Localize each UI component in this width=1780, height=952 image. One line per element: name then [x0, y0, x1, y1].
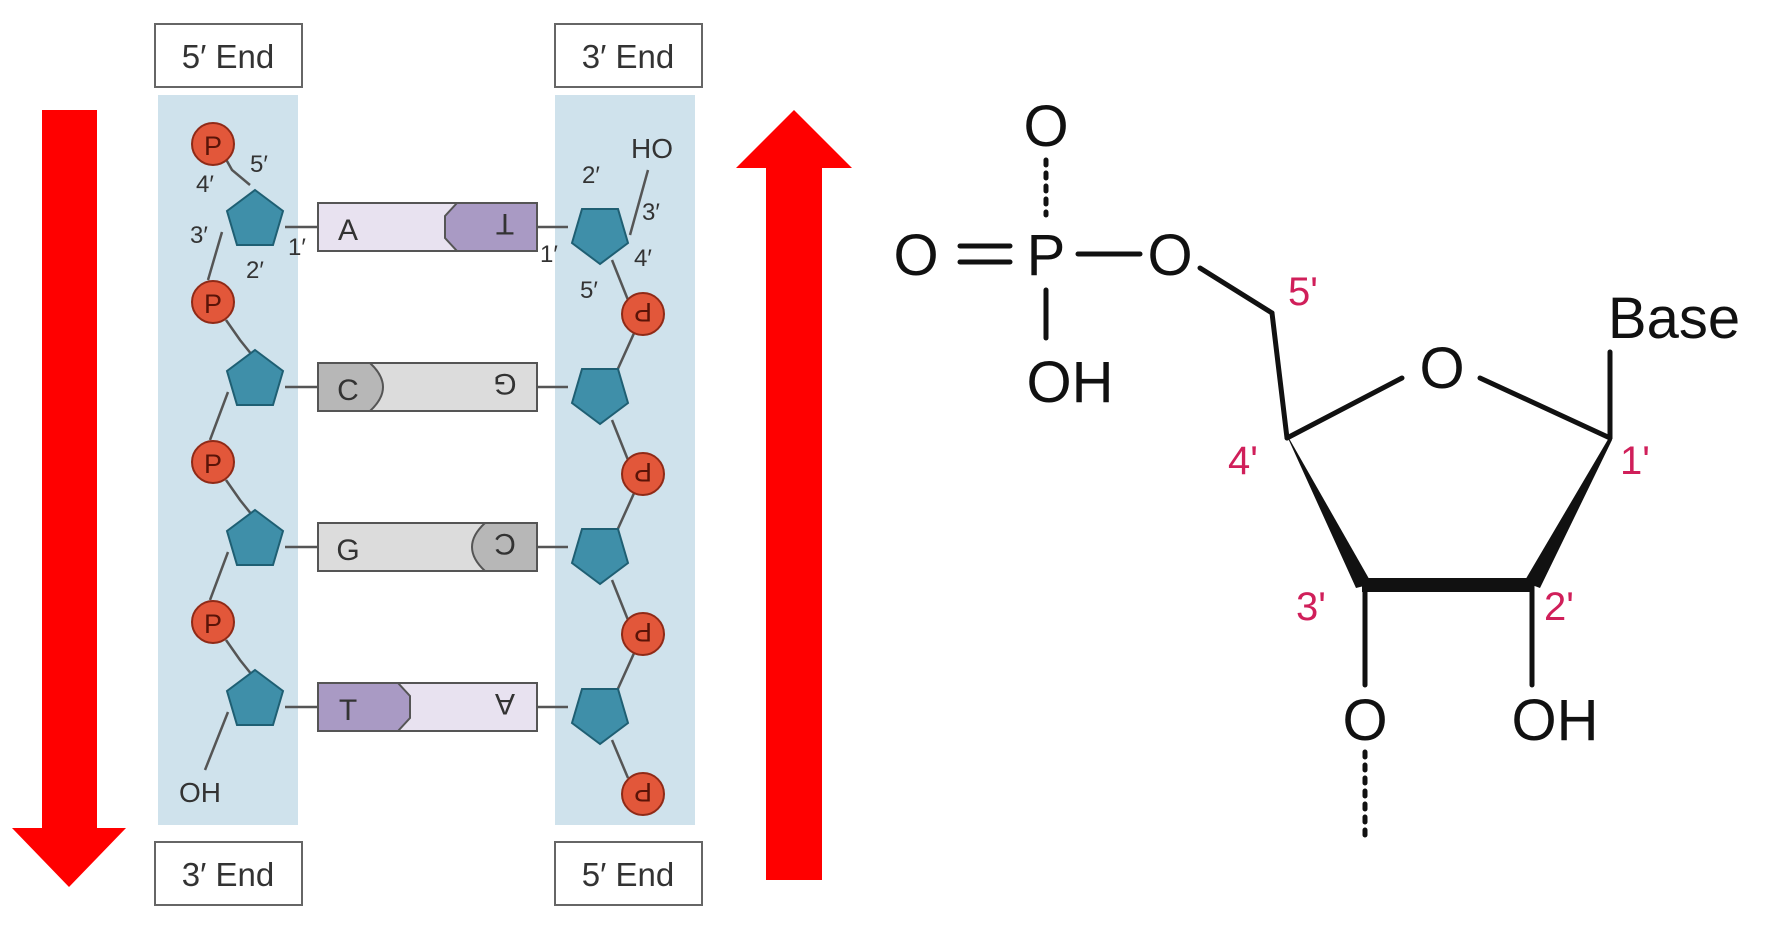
svg-text:P: P — [204, 449, 222, 479]
wedge-c1-c2 — [1524, 436, 1612, 588]
left-top-end-box: 5′ End — [154, 23, 303, 88]
left-phosphates: P P P P — [191, 122, 235, 644]
right-prime-4: 4′ — [634, 245, 652, 272]
cytosine-block-right — [471, 522, 538, 572]
base-pair-3-left: G — [336, 534, 359, 567]
svg-text:P: P — [634, 457, 652, 487]
carbon-4-prime: 4' — [1228, 439, 1258, 483]
svg-text:P: P — [204, 609, 222, 639]
right-phosphates: P P P P — [621, 292, 665, 816]
carbon-5-prime: 5' — [1288, 270, 1318, 314]
phosphate-p: P — [1027, 223, 1066, 288]
right-top-end-box: 3′ End — [554, 23, 703, 88]
svg-text:P: P — [634, 297, 652, 327]
base-pair-1-left: A — [338, 214, 358, 247]
base-pair-4-left: T — [339, 694, 357, 727]
right-up-arrow-shape — [736, 110, 852, 880]
nucleotide-atoms: O O P O OH O Base O OH — [893, 94, 1740, 753]
right-prime-3: 3′ — [642, 199, 660, 226]
right-prime-5: 5′ — [580, 277, 598, 304]
phosphate-o-right: O — [1147, 223, 1192, 288]
phosphate-icon: P — [621, 452, 665, 496]
thymine-block-left — [317, 682, 411, 732]
right-strand-ho: HO — [631, 133, 673, 164]
carbon-1-prime: 1' — [1620, 439, 1650, 483]
left-backbone — [203, 144, 253, 771]
right-bottom-end-label: 5′ End — [582, 856, 674, 893]
cytosine-block — [317, 362, 384, 412]
sugar-base-connectors — [285, 225, 568, 709]
svg-text:P: P — [634, 777, 652, 807]
base-pair-1-right: T — [496, 207, 514, 240]
left-bottom-end-label: 3′ End — [182, 856, 274, 893]
phosphate-icon: P — [191, 440, 235, 484]
svg-text:P: P — [204, 289, 222, 319]
base-pair-2-right: G — [493, 367, 516, 400]
phosphate-icon: P — [621, 612, 665, 656]
right-top-end-label: 3′ End — [582, 38, 674, 75]
nucleotide-prime-labels: 5' 4' 3' 2' 1' — [1228, 270, 1650, 629]
left-bottom-end-box: 3′ End — [154, 841, 303, 906]
nucleotide-structure — [957, 157, 1613, 845]
carbon-2-prime: 2' — [1544, 585, 1574, 629]
left-prime-4: 4′ — [196, 171, 214, 198]
base-pair-3: G C — [317, 522, 538, 572]
phosphate-icon: P — [191, 122, 235, 166]
phosphate-icon: P — [621, 292, 665, 336]
bond-o-c5 — [1197, 265, 1275, 316]
left-prime-labels: 5′ 4′ 3′ 2′ 1′ — [190, 151, 306, 284]
base-pair-4: T A — [317, 682, 538, 732]
left-down-arrow — [12, 110, 126, 887]
left-prime-2: 2′ — [246, 257, 264, 284]
bond-c4-o-ring — [1284, 375, 1405, 441]
base-pair-3-right: C — [494, 527, 516, 560]
thymine-block — [444, 202, 538, 252]
ring-wedges — [1287, 436, 1612, 592]
phosphate-oh: OH — [1027, 350, 1114, 415]
left-strand-oh: OH — [179, 777, 221, 808]
bold-c3-c2 — [1362, 578, 1534, 592]
svg-text:P: P — [204, 131, 222, 161]
phosphate-o-top: O — [1023, 94, 1068, 159]
bond-o-ring-c1 — [1477, 375, 1613, 441]
right-prime-1: 1′ — [540, 241, 558, 268]
three-prime-oxygen: O — [1342, 688, 1387, 753]
svg-text:P: P — [634, 617, 652, 647]
left-prime-3: 3′ — [190, 222, 208, 249]
wedge-c4-c3 — [1287, 436, 1372, 588]
two-prime-oh: OH — [1512, 688, 1599, 753]
base-pair-4-right: A — [495, 687, 515, 720]
phosphate-o-left: O — [893, 223, 938, 288]
left-prime-1: 1′ — [288, 234, 306, 261]
left-top-end-label: 5′ End — [182, 38, 274, 75]
ring-oxygen: O — [1419, 336, 1464, 401]
right-prime-2: 2′ — [582, 162, 600, 189]
phosphate-icon: P — [191, 280, 235, 324]
base-pair-2-left: C — [337, 374, 359, 407]
bond-c5-c4 — [1269, 310, 1290, 441]
right-up-arrow — [736, 110, 852, 880]
base-pair-2: C G — [317, 362, 538, 412]
right-bottom-end-box: 5′ End — [554, 841, 703, 906]
left-down-arrow-shape — [12, 110, 126, 887]
left-prime-5: 5′ — [250, 151, 268, 178]
base-label: Base — [1608, 286, 1740, 351]
phosphate-icon: P — [191, 600, 235, 644]
base-pair-1: A T — [317, 202, 538, 252]
carbon-3-prime: 3' — [1296, 585, 1326, 629]
right-prime-labels: 2′ 3′ 1′ 4′ 5′ — [540, 162, 660, 304]
phosphate-icon: P — [621, 772, 665, 816]
